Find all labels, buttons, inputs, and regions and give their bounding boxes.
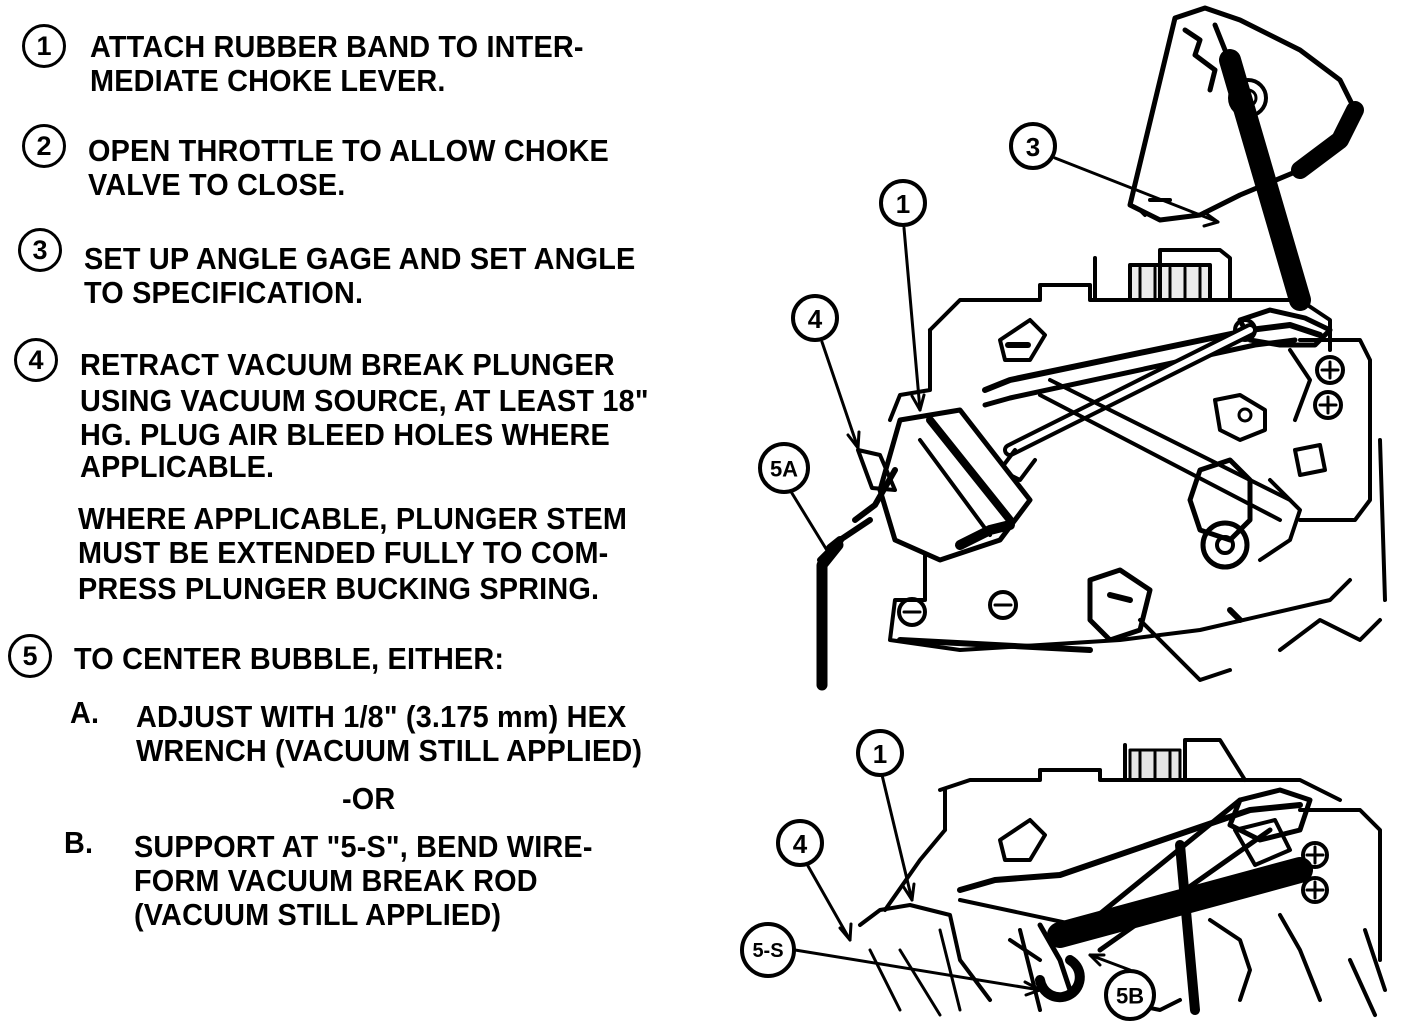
carburetor-body-top [888, 248, 1387, 682]
step-text-line: ATTACH RUBBER BAND TO INTER- [90, 29, 584, 64]
option-text-line: SUPPORT AT "5-S", BEND WIRE- [134, 829, 593, 864]
callout-label-4-bottom: 4 [793, 829, 808, 859]
callout-label-5s: 5-S [752, 940, 783, 962]
callout-label-5a: 5A [770, 457, 798, 482]
step-text-line: SET UP ANGLE GAGE AND SET ANGLE [84, 241, 636, 276]
angle-gage [1127, 5, 1364, 311]
step-text-line: HG. PLUG AIR BLEED HOLES WHERE [80, 417, 610, 452]
option-letter: B. [64, 825, 94, 860]
or-separator: -OR [342, 781, 396, 816]
step-text-line: MEDIATE CHOKE LEVER. [90, 63, 446, 98]
step-text-line: TO SPECIFICATION. [84, 275, 364, 310]
callout-label-5b: 5B [1116, 984, 1144, 1009]
step-text-line: VALVE TO CLOSE. [88, 167, 346, 202]
step-text-line: USING VACUUM SOURCE, AT LEAST 18" [80, 383, 649, 418]
callout-label-3: 3 [1026, 132, 1040, 162]
callout-label-4: 4 [808, 304, 823, 334]
option-text-line: WRENCH (VACUUM STILL APPLIED) [136, 733, 643, 768]
step-note-line: MUST BE EXTENDED FULLY TO COM- [78, 535, 609, 570]
option-letter: A. [70, 695, 100, 730]
step-text-line: TO CENTER BUBBLE, EITHER: [74, 641, 505, 676]
hex-wrench [816, 539, 844, 691]
option-text-line: (VACUUM STILL APPLIED) [134, 897, 502, 932]
step-number-badge: 5 [8, 634, 52, 678]
step-number-badge: 4 [14, 338, 58, 382]
step-text-line: OPEN THROTTLE TO ALLOW CHOKE [88, 133, 609, 168]
callout-label-1: 1 [896, 189, 910, 219]
step-number-badge: 1 [22, 24, 66, 68]
step-number-badge: 2 [22, 124, 66, 168]
step-text-line: APPLICABLE. [80, 449, 275, 484]
option-text-line: FORM VACUUM BREAK ROD [134, 863, 538, 898]
step-note-line: WHERE APPLICABLE, PLUNGER STEM [78, 501, 628, 536]
step-number-badge: 3 [18, 228, 62, 272]
callout-label-1-bottom: 1 [873, 739, 887, 769]
callout-leaders-bottom [793, 773, 1132, 997]
step-note-line: PRESS PLUNGER BUCKING SPRING. [78, 571, 600, 606]
step-text-line: RETRACT VACUUM BREAK PLUNGER [80, 347, 615, 382]
carburetor-body-bottom [858, 738, 1387, 1017]
option-text-line: ADJUST WITH 1/8" (3.175 mm) HEX [136, 699, 627, 734]
callout-leaders-top [788, 156, 1220, 554]
callout-circles [740, 122, 1156, 1021]
